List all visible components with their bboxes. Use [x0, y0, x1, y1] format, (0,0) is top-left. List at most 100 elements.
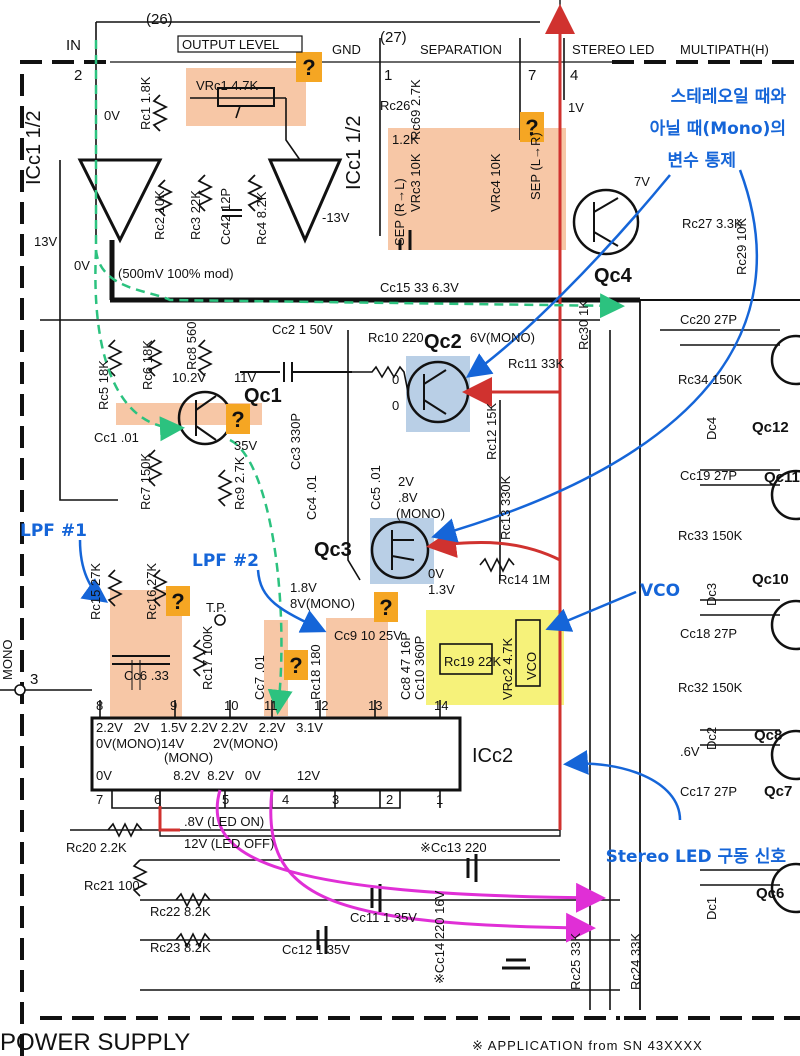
- cc14-label: ※Cc14 220 16V: [432, 890, 447, 984]
- rc16-label: Rc16 27K: [144, 563, 159, 620]
- pin-2-label: 2: [74, 67, 82, 84]
- rc7-label: Rc7 150K: [138, 453, 153, 510]
- v-11: 11V: [234, 370, 256, 385]
- question-badge-cc9: ?: [374, 592, 398, 622]
- rc13-label: Rc13 330K: [498, 475, 513, 540]
- rc30-label: Rc30 1K: [576, 300, 591, 350]
- rc2-label: Rc2 10K: [152, 190, 167, 240]
- vrc1-highlight: [186, 68, 306, 126]
- sep-lr-label: SEP (L→R): [528, 132, 543, 200]
- icc2-pin-12: 12: [314, 698, 328, 713]
- v-6v: .6V: [680, 744, 700, 759]
- rc19-label: Rc19 22K: [444, 654, 501, 669]
- gnd-label: GND: [332, 42, 361, 57]
- svg-text:?: ?: [289, 653, 302, 678]
- rc29-label: Rc29 10K: [734, 218, 749, 275]
- dc4-label: Dc4: [704, 417, 719, 440]
- icc2-label: ICc2: [472, 745, 513, 767]
- v-1v: 1V: [568, 100, 584, 115]
- rc8-label: Rc8 560: [184, 322, 199, 370]
- rc32-label: Rc32 150K: [678, 680, 743, 695]
- icc2-row-1: 2.2V 2V 1.5V 2.2V 2.2V 2.2V 3.1V: [96, 720, 323, 735]
- pin-7-label: 7: [528, 67, 536, 84]
- svg-text:?: ?: [525, 115, 538, 140]
- v-mono: (MONO): [396, 506, 445, 521]
- mono-label: MONO: [0, 640, 15, 680]
- led-off-label: 12V (LED OFF): [184, 836, 274, 851]
- v-1-3: 1.3V: [428, 582, 455, 597]
- wiring: [0, 0, 800, 1010]
- cc11-label: Cc11 1 35V: [350, 910, 417, 925]
- boundary: [20, 60, 800, 1056]
- green-arrows: [94, 40, 625, 715]
- multipath-label: MULTIPATH(H): [680, 42, 769, 57]
- rc3-label: Rc3 22K: [188, 190, 203, 240]
- rc25-label: Rc25 33K: [568, 933, 583, 990]
- cc20-label: Cc20 27P: [680, 312, 737, 327]
- vrc4-label: VRc4 10K: [488, 153, 503, 212]
- svg-text:?: ?: [379, 595, 392, 620]
- v-7v: 7V: [634, 174, 650, 189]
- question-badge-cc7: ?: [284, 650, 308, 680]
- v-35: 35V: [234, 438, 257, 453]
- vco-highlight: [426, 610, 564, 705]
- qc3-highlight: [370, 518, 434, 584]
- lpf2-annotation: LPF #2: [192, 551, 259, 571]
- v-10-2: 10.2V: [172, 370, 206, 385]
- annotations: 스테레오일 때와 아닐 때(Mono)의 변수 통제 LPF #1 LPF #2…: [20, 87, 786, 867]
- vrc2-label: VRc2 4.7K: [500, 638, 515, 700]
- question-badge-qc1: ?: [226, 404, 250, 434]
- dc3-label: Dc3: [704, 583, 719, 606]
- question-badges: ? ? ? ? ? ?: [166, 52, 544, 680]
- question-badge-separation: ?: [520, 112, 544, 142]
- question-badge-vrc1: ?: [296, 52, 322, 82]
- cc8-label: Cc8 47 16P: [398, 632, 413, 700]
- icc2-pin-9: 9: [170, 698, 177, 713]
- magenta-arrows: [215, 789, 606, 943]
- cc12-label: Cc12 1 35V: [282, 942, 350, 957]
- icc2-pin-5: 5: [222, 792, 229, 807]
- rc34-label: Rc34 150K: [678, 372, 743, 387]
- qc2-highlight: [406, 356, 470, 432]
- cc7-label: Cc7 .01: [252, 655, 267, 700]
- v-o2: 0: [392, 398, 399, 413]
- cc9-highlight: [326, 618, 388, 718]
- icc2-pin-10: 10: [224, 698, 238, 713]
- v-o1: 0: [392, 372, 399, 387]
- rc33-label: Rc33 150K: [678, 528, 743, 543]
- cc17-label: Cc17 27P: [680, 784, 737, 799]
- cc3-label: Cc3 330P: [288, 413, 303, 470]
- v-8v-mono: 8V(MONO): [290, 596, 355, 611]
- icc2-pin-4: 4: [282, 792, 289, 807]
- icc2-pin-8: 8: [96, 698, 103, 713]
- pin-4-label: 4: [570, 67, 578, 84]
- top-labels: (26) IN OUTPUT LEVEL GND (27) SEPARATION…: [66, 11, 769, 84]
- rc27-label: Rc27 3.3K: [682, 216, 743, 231]
- in-label: IN: [66, 37, 81, 54]
- tp-label: T.P.: [206, 600, 227, 615]
- v-8v: .8V: [398, 490, 418, 505]
- v-ov-c: 0V: [428, 566, 444, 581]
- icc1-left-label: ICc1 1/2: [23, 111, 45, 185]
- rc9-label: Rc9 2.7K: [232, 456, 247, 510]
- rc1-label: Rc1 1.8K: [138, 76, 153, 130]
- korean-title-line-2: 아닐 때(Mono)의: [650, 119, 786, 139]
- rc15-label: Rc15 27K: [88, 563, 103, 620]
- rc5-label: Rc5 18K: [96, 360, 111, 410]
- vco-annotation: VCO: [640, 581, 680, 601]
- rc10-label: Rc10 220: [368, 330, 424, 345]
- rc21-label: Rc21 100: [84, 878, 140, 893]
- qc7-label: Qc7: [764, 783, 792, 800]
- v-13v: 13V: [34, 234, 57, 249]
- qc1-label: Qc1: [244, 385, 282, 407]
- rc-1-2k-label: 1.2K: [392, 132, 419, 147]
- sep-rl-label: SEP (R→L): [392, 178, 407, 246]
- qc8-label: Qc8: [754, 727, 782, 744]
- red-arrows: [158, 4, 575, 832]
- cc5-label: Cc5 .01: [368, 465, 383, 510]
- v-13v-neg: -13V: [322, 210, 350, 225]
- icc2-pins: 8 9 10 11 12 13 14 7 6 5 4 3 2 1 2.2V 2V…: [30, 671, 448, 807]
- cc13-label: ※Cc13 220: [420, 840, 487, 855]
- v-ov-b: 0V: [74, 258, 90, 273]
